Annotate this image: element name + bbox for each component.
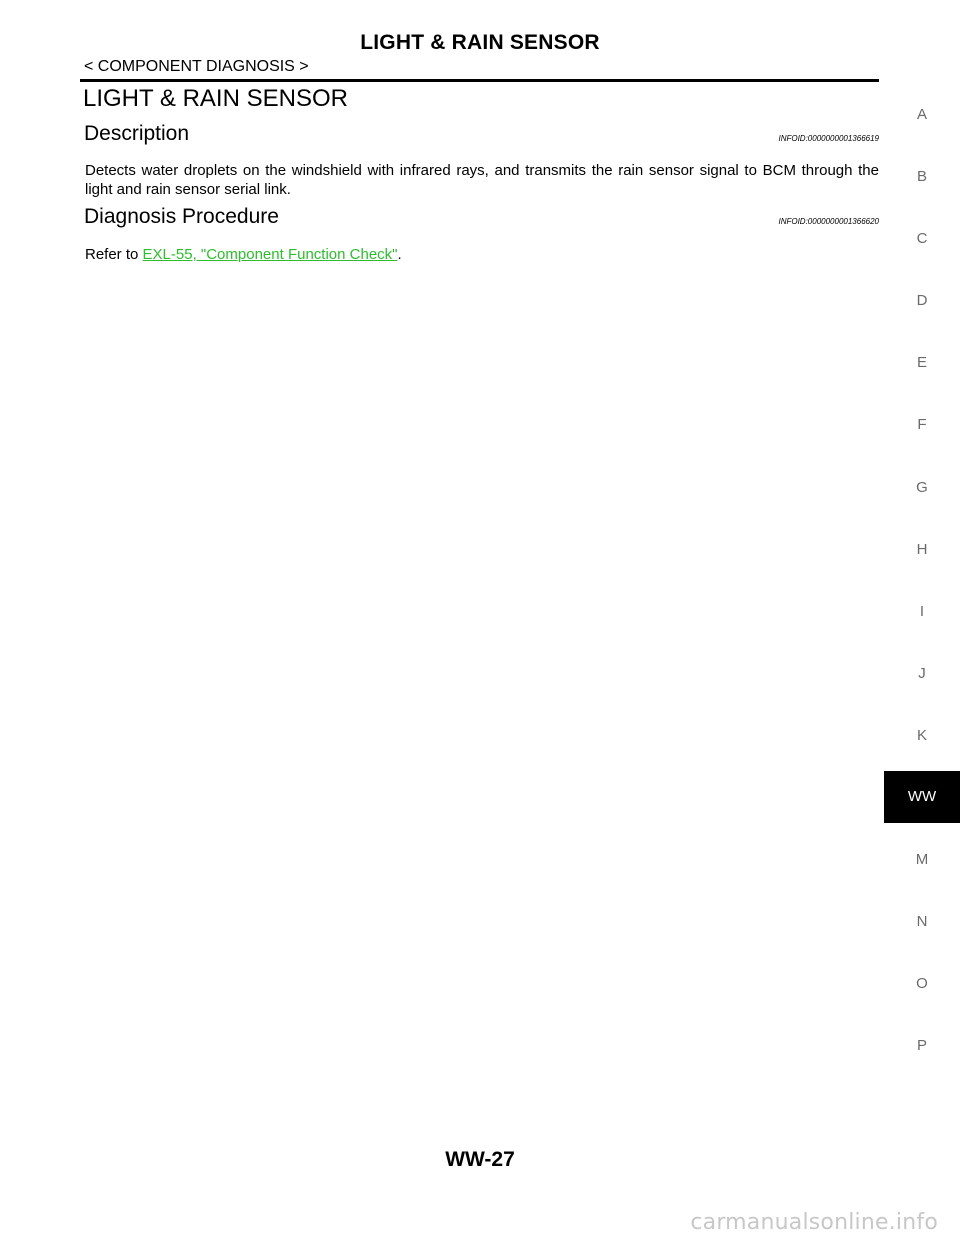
description-infoid: INFOID:0000000001366619: [778, 134, 879, 143]
diagnosis-infoid: INFOID:0000000001366620: [778, 217, 879, 226]
diagnosis-procedure-heading: Diagnosis Procedure: [84, 205, 279, 228]
side-index-letter-j[interactable]: J: [918, 665, 926, 682]
side-index: A B C D E F G H I J K WW M N O P: [884, 0, 960, 1242]
description-body: Detects water droplets on the windshield…: [85, 162, 879, 198]
refer-line: Refer to EXL-55, "Component Function Che…: [85, 246, 402, 263]
breadcrumb: < COMPONENT DIAGNOSIS >: [84, 58, 309, 75]
side-index-letter-a[interactable]: A: [916, 106, 927, 123]
description-heading: Description: [84, 122, 190, 145]
side-index-letter-b[interactable]: B: [916, 168, 927, 185]
refer-suffix: .: [397, 246, 402, 263]
side-index-letter-n[interactable]: N: [916, 913, 928, 930]
side-index-letter-i[interactable]: I: [919, 603, 925, 620]
side-index-letter-c[interactable]: C: [916, 230, 928, 247]
side-index-letter-d[interactable]: D: [916, 292, 928, 309]
page-header-title: LIGHT & RAIN SENSOR: [360, 31, 600, 54]
side-index-letter-h[interactable]: H: [916, 541, 928, 558]
side-index-letter-g[interactable]: G: [916, 479, 928, 496]
component-function-check-link[interactable]: EXL-55, "Component Function Check": [142, 246, 398, 263]
side-index-letter-k[interactable]: K: [916, 727, 927, 744]
side-index-letter-m[interactable]: M: [915, 851, 929, 868]
side-index-letter-o[interactable]: O: [916, 975, 928, 992]
section-title: LIGHT & RAIN SENSOR: [83, 85, 348, 112]
side-index-letter-e[interactable]: E: [916, 354, 927, 371]
header-divider: [80, 79, 879, 82]
side-index-letter-p[interactable]: P: [916, 1037, 927, 1054]
side-index-tab-ww-active[interactable]: WW: [884, 771, 960, 823]
page-number: WW-27: [445, 1148, 515, 1171]
side-index-letter-f[interactable]: F: [917, 416, 927, 433]
watermark-text: carmanualsonline.info: [690, 1210, 938, 1235]
refer-prefix: Refer to: [85, 246, 143, 263]
